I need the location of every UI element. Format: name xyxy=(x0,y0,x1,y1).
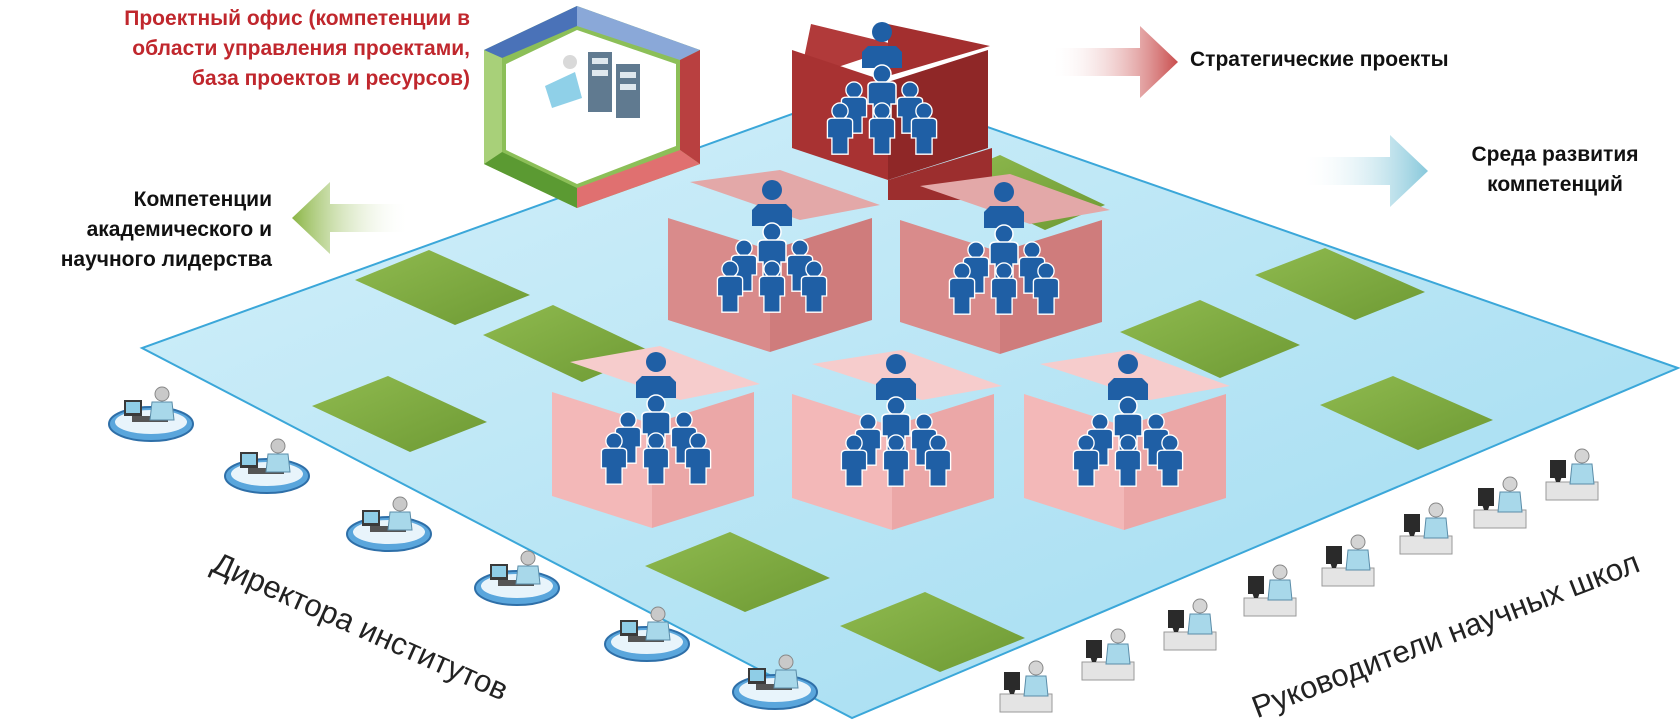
cube-bottom-left xyxy=(552,346,760,528)
academic-leadership-arrow xyxy=(292,182,410,254)
green-tile xyxy=(355,250,530,325)
academic-leadership-label-line: научного лидерства xyxy=(60,248,272,271)
scientist-with-microscope-icon xyxy=(1163,598,1217,651)
academic-leadership-label-line: Компетенции xyxy=(133,188,272,211)
academic-leadership-label-line: академического и xyxy=(86,218,272,241)
strategic-projects-label: Стратегические проекты xyxy=(1190,48,1449,71)
scientist-with-microscope-icon xyxy=(1473,476,1527,529)
competency-platform xyxy=(139,84,1680,720)
cube-mid-left xyxy=(668,170,880,352)
scientist-with-microscope-icon xyxy=(1545,448,1599,501)
academic-leadership-label: Компетенции академического и научного ли… xyxy=(10,185,272,275)
scientist-with-microscope-icon xyxy=(999,660,1053,713)
development-environment-label-line: Среда развития xyxy=(1471,143,1639,166)
green-tile xyxy=(1320,376,1493,450)
green-tile xyxy=(1255,248,1425,320)
cube-bottom-right xyxy=(1024,350,1230,530)
scientist-with-microscope-icon xyxy=(1321,534,1375,587)
green-tile xyxy=(840,592,1025,672)
project-office-label-line: база проектов и ресурсов) xyxy=(192,67,470,90)
cube-mid-right xyxy=(900,174,1110,354)
scientist-with-microscope-icon xyxy=(1399,502,1453,555)
project-office-hexagon-icon xyxy=(484,6,700,208)
development-environment-label-line: компетенций xyxy=(1487,173,1623,196)
strategic-projects-arrow xyxy=(1050,26,1178,98)
green-tile xyxy=(1120,300,1300,378)
green-tile xyxy=(312,376,487,452)
person-at-computer-icon xyxy=(108,386,194,442)
person-at-computer-icon xyxy=(346,496,432,552)
green-tile xyxy=(645,532,830,612)
person-at-computer-icon xyxy=(224,438,310,494)
scientist-with-microscope-icon xyxy=(1243,564,1297,617)
project-office-label-line: области управления проектами, xyxy=(132,37,470,60)
project-office-label: Проектный офис (компетенции в области уп… xyxy=(40,4,470,94)
development-environment-arrow xyxy=(1300,135,1428,207)
scientist-with-microscope-icon xyxy=(1081,628,1135,681)
top-cube xyxy=(792,22,992,200)
development-environment-label: Среда развития компетенций xyxy=(1440,140,1670,200)
project-office-label-line: Проектный офис (компетенции в xyxy=(124,7,470,30)
cube-bottom-center xyxy=(792,350,1002,530)
